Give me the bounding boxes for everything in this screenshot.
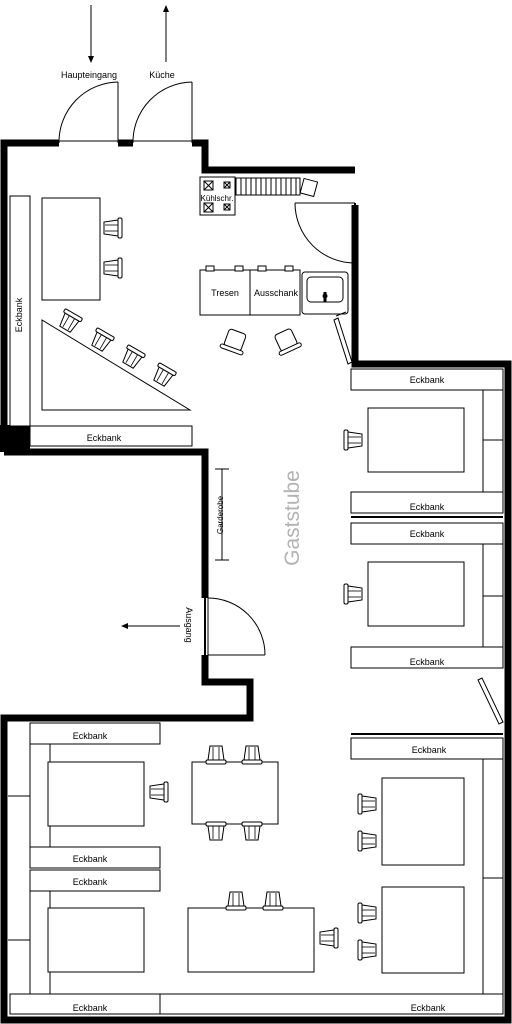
bench-label: Eckbank [73, 1003, 108, 1013]
bench-label: Eckbank [410, 657, 445, 667]
main-entrance-label: Haupteingang [61, 70, 117, 80]
table-right-4 [381, 886, 465, 974]
bench-label: Eckbank [410, 502, 445, 512]
exit-door[interactable] [204, 597, 266, 656]
wardrobe-label: Garderobe [216, 495, 225, 534]
table-right-3 [381, 777, 465, 866]
chair [103, 257, 123, 279]
bench-upper-left [9, 195, 193, 447]
wall-pillar [0, 425, 30, 452]
chair [149, 362, 178, 389]
chair [149, 781, 169, 803]
chair [118, 344, 147, 371]
chair [205, 821, 227, 841]
table-right-2 [367, 561, 465, 627]
chair [225, 891, 247, 911]
stove [199, 176, 236, 216]
chair [343, 429, 363, 451]
bench-right-booth-1 [350, 368, 504, 514]
table-lower-left-1 [47, 761, 145, 827]
bench-lower-left-2 [29, 869, 161, 995]
chair [319, 927, 339, 949]
chair [241, 821, 263, 841]
kitchen-door[interactable] [132, 81, 193, 144]
bench-label: Eckbank [410, 529, 445, 539]
kitchen-shelf [235, 177, 319, 198]
table-right-1 [367, 407, 465, 473]
bench-label: Eckbank [411, 1003, 446, 1013]
dining-room-label: Gaststube [281, 470, 304, 566]
chair [205, 745, 227, 765]
bench-label-upper-left: Eckbank [87, 433, 122, 443]
bench-right-booth-2 [350, 522, 504, 669]
sink [301, 271, 349, 315]
chair [357, 902, 377, 924]
chair [241, 745, 263, 765]
bench-lower-left-1 [29, 722, 161, 869]
barstool-2 [270, 326, 303, 357]
fridge-label: Kühlschr. [201, 194, 234, 203]
bench-label: Eckbank [412, 745, 447, 755]
table-center-2 [187, 907, 315, 973]
main-entrance-arrow [88, 5, 94, 63]
walls [0, 139, 512, 1024]
bench-label: Eckbank [410, 375, 445, 385]
kitchen-label: Küche [149, 70, 175, 80]
chair [357, 939, 377, 961]
chair [55, 308, 84, 335]
kitchen-arrow [163, 5, 169, 62]
exit-label: Ausgang [184, 607, 194, 643]
table-upper-left [41, 197, 101, 301]
bar-gate [333, 311, 353, 365]
wardrobe-dimension [215, 468, 229, 561]
chair [103, 217, 123, 239]
chair [357, 830, 377, 852]
chair [262, 891, 284, 911]
bench-label: Eckbank [73, 854, 108, 864]
service-door[interactable] [294, 202, 356, 264]
bench-right-booth-3 [350, 737, 504, 995]
bar-counter [249, 265, 301, 316]
bench-label: Eckbank [73, 731, 108, 741]
main-entrance-door[interactable] [58, 81, 119, 144]
table-diagonal [41, 319, 192, 411]
chair [357, 793, 377, 815]
bench-label-upper-left-vertical: Eckbank [14, 297, 24, 332]
exit-arrow [121, 623, 180, 629]
bench-bottom [9, 993, 504, 1015]
chair [87, 327, 116, 354]
bar-label: Ausschank [254, 288, 299, 298]
bench-label: Eckbank [73, 877, 108, 887]
barstool-1 [219, 326, 250, 356]
table-center-1 [191, 761, 279, 825]
counter [199, 265, 251, 316]
partition-angled [477, 677, 504, 725]
counter-label: Tresen [211, 288, 239, 298]
chair [343, 583, 363, 605]
table-lower-left-2 [47, 907, 145, 973]
